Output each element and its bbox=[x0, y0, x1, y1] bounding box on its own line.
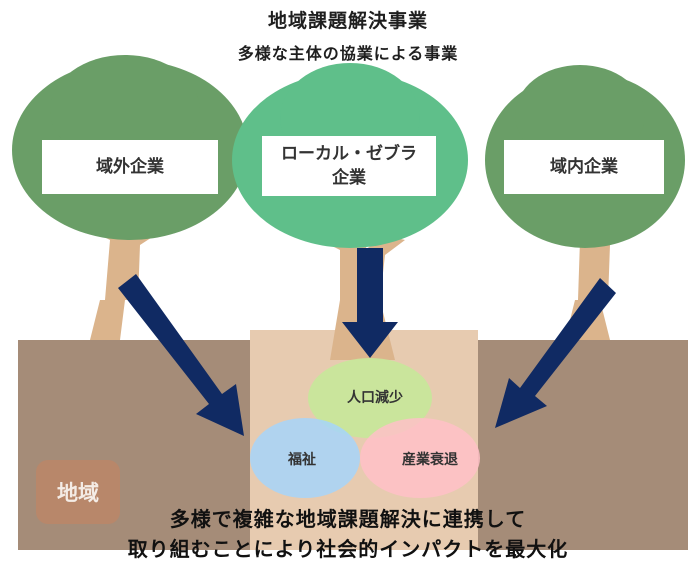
conclusion-line-2: 取り組むことにより社会的インパクトを最大化 bbox=[127, 537, 569, 561]
tree-right-trunk bbox=[560, 225, 630, 300]
page-subtitle: 多様な主体の協業による事業 bbox=[237, 44, 459, 63]
circle-population bbox=[308, 358, 432, 438]
arrow-center bbox=[342, 248, 398, 358]
issue-population-label: 人口減少 bbox=[347, 390, 403, 406]
issue-welfare-label: 福祉 bbox=[288, 452, 316, 468]
zebra-company-text-line1: ローカル・ゼブラ bbox=[281, 144, 417, 164]
tree-center bbox=[232, 63, 468, 360]
tree-left-canopy-top bbox=[50, 55, 200, 165]
arrows bbox=[118, 248, 616, 436]
arrow-right bbox=[495, 278, 616, 428]
conclusion-line-1: 多様で複雑な地域課題解決に連携して bbox=[169, 507, 527, 531]
page-title: 地域課題解決事業 bbox=[267, 10, 428, 32]
outside-company-text: 域外企業 bbox=[96, 157, 164, 177]
tree-left-roots bbox=[90, 300, 125, 340]
ground-right bbox=[478, 340, 688, 550]
zebra-company-label: ローカル・ゼブラ 企業 bbox=[262, 136, 436, 196]
zebra-company-text-line2: 企業 bbox=[332, 168, 366, 188]
region-badge: 地域 bbox=[36, 460, 120, 524]
local-company-text: 域内企業 bbox=[550, 157, 618, 177]
issue-industry-label: 産業衰退 bbox=[402, 452, 458, 468]
outside-company-label: 域外企業 bbox=[42, 140, 218, 194]
local-company-label: 域内企業 bbox=[504, 140, 664, 194]
arrow-left bbox=[118, 274, 244, 436]
region-badge-text: 地域 bbox=[57, 481, 99, 505]
circle-industry bbox=[360, 418, 480, 498]
tree-left-trunk bbox=[90, 225, 160, 300]
circle-welfare bbox=[250, 418, 360, 498]
issue-venn bbox=[250, 358, 480, 498]
